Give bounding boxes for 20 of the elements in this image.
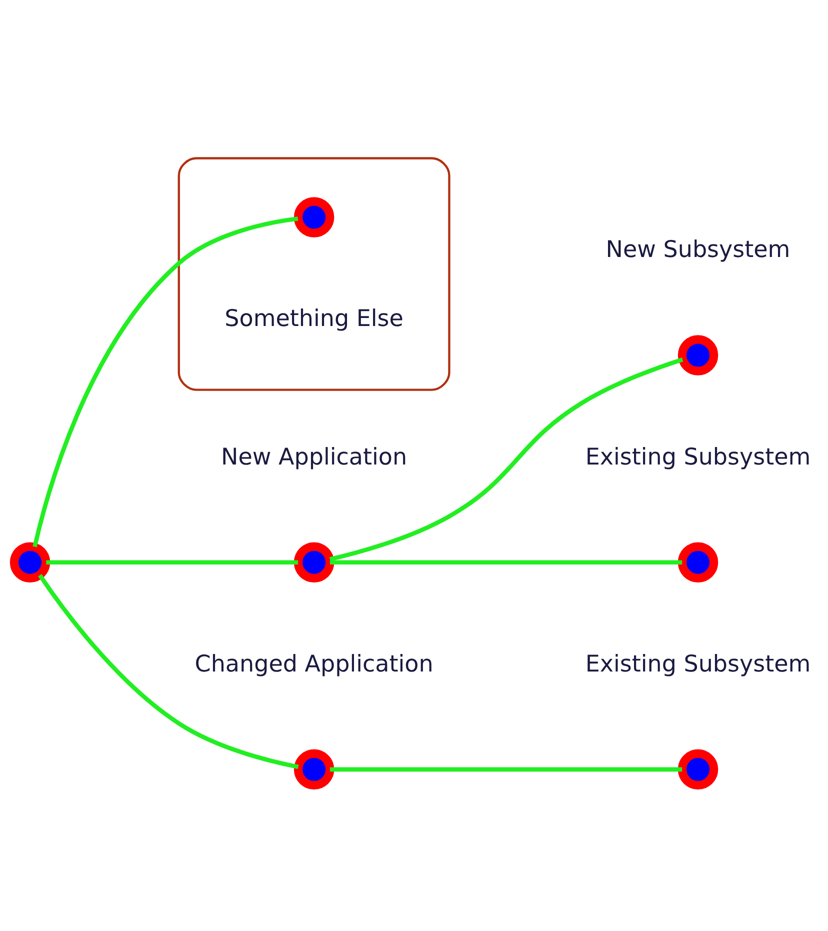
node-circle: [294, 748, 334, 790]
node-label: Existing Subsystem: [585, 444, 811, 470]
connector: [46, 560, 298, 564]
node-label: New Application: [221, 444, 408, 470]
node-circle: [294, 196, 334, 237]
node-label: Existing Subsystem: [585, 650, 811, 677]
node-circle: [678, 334, 718, 375]
connector: [330, 766, 682, 772]
node-label: Something Else: [224, 306, 404, 332]
connector: [329, 356, 684, 561]
cluster: [178, 156, 450, 390]
node-label: Changed Application: [194, 650, 434, 677]
connector: [32, 216, 298, 547]
node-circle: [678, 748, 718, 790]
node-label: New Subsystem: [606, 236, 790, 263]
connector: [330, 560, 682, 564]
node-circle: [10, 542, 50, 582]
node-circle: [294, 542, 334, 582]
connector: [38, 574, 299, 769]
node-circle: [678, 542, 718, 582]
